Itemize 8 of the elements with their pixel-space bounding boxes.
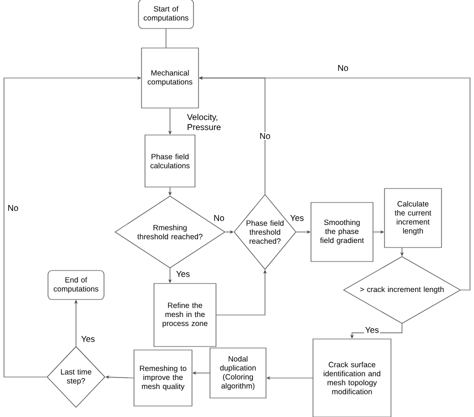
edge-label: Yes: [80, 335, 96, 343]
edge-label: No: [6, 204, 20, 212]
edge-label: Yes: [364, 326, 380, 334]
edge-label: No: [258, 132, 272, 140]
edge-label: Yes: [175, 270, 191, 278]
edge-label: No: [212, 214, 226, 222]
edge-label: No: [336, 64, 350, 72]
edge-label: Velocity, Pressure: [186, 112, 228, 132]
